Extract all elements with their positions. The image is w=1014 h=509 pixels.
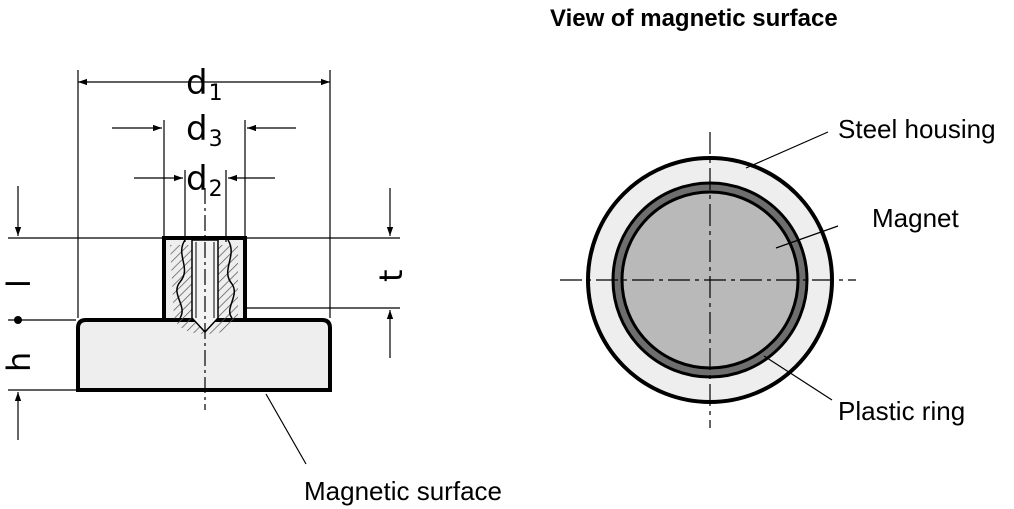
- dim-label-d2: d2: [186, 159, 223, 202]
- label-magnetic-surface: Magnetic surface: [304, 476, 502, 506]
- magnet-base-body: [76, 318, 332, 392]
- front-view: View of magnetic surface Steel housing M…: [550, 5, 996, 428]
- extension-lines: [8, 70, 400, 391]
- break-line-left: [176, 239, 186, 319]
- label-magnet: Magnet: [872, 203, 959, 233]
- label-plastic-ring: Plastic ring: [838, 396, 965, 426]
- magnet-leader: [775, 225, 839, 249]
- plastic-ring-leader: [763, 355, 833, 401]
- dim-label-d1: d1: [186, 63, 223, 106]
- dim-label-t: t: [372, 269, 410, 282]
- dim-label-d3: d3: [186, 109, 223, 152]
- label-steel-housing: Steel housing: [838, 114, 996, 144]
- dim-label-l: l: [0, 279, 38, 288]
- side-view: d1 d3 d2 l h t Magnetic surface: [0, 63, 502, 506]
- dim-label-h: h: [0, 352, 38, 372]
- steel-housing-leader: [745, 131, 829, 169]
- dim-separator-dot: [14, 316, 22, 324]
- break-line-right: [226, 239, 235, 319]
- view-title: View of magnetic surface: [550, 5, 838, 32]
- magnetic-surface-leader: [265, 393, 307, 465]
- threaded-bore: [191, 239, 219, 334]
